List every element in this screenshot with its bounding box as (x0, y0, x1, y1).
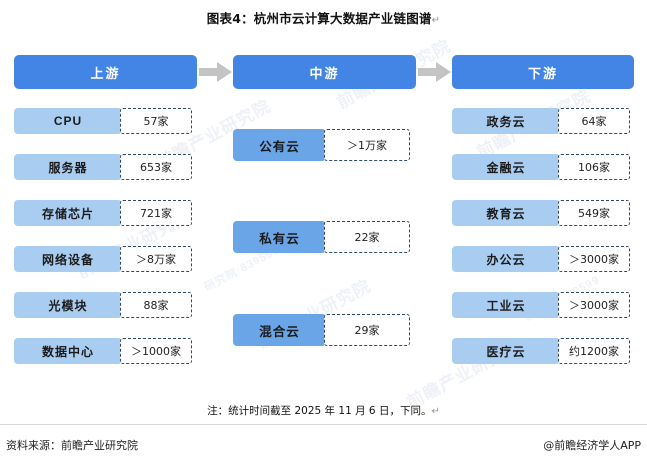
footer-source: 资料来源：前瞻产业研究院 (6, 439, 138, 452)
downstream-label-2: 教育云 (452, 200, 560, 226)
list-item[interactable]: 办公云 ＞3000家 (452, 246, 630, 272)
downstream-label-5: 医疗云 (452, 338, 560, 364)
midstream-value-0: ＞1万家 (324, 129, 410, 161)
footer: 资料来源：前瞻产业研究院 @前瞻经济学人APP (0, 431, 647, 459)
midstream-label-0: 公有云 (233, 129, 326, 161)
upstream-value-4: 88家 (120, 292, 192, 318)
list-item[interactable]: CPU 57家 (14, 108, 192, 134)
list-item[interactable]: 政务云 64家 (452, 108, 630, 134)
downstream-label-0: 政务云 (452, 108, 560, 134)
header-downstream-label: 下游 (527, 65, 558, 81)
midstream-value-1: 22家 (324, 221, 410, 253)
downstream-value-2: 549家 (558, 200, 630, 226)
list-item[interactable]: 私有云 22家 (233, 221, 410, 253)
note-pilcrow: ↵ (431, 406, 440, 417)
downstream-value-4: ＞3000家 (558, 292, 630, 318)
list-item[interactable]: 光模块 88家 (14, 292, 192, 318)
downstream-value-5: 约1200家 (558, 338, 630, 364)
list-item[interactable]: 金融云 106家 (452, 154, 630, 180)
list-item[interactable]: 网络设备 ＞8万家 (14, 246, 192, 272)
midstream-value-2: 29家 (324, 314, 410, 346)
header-midstream[interactable]: 中游 (233, 55, 416, 89)
upstream-value-0: 57家 (120, 108, 192, 134)
upstream-value-5: ＞1000家 (120, 338, 192, 364)
list-item[interactable]: 服务器 653家 (14, 154, 192, 180)
page-title-text: 图表4：杭州市云计算大数据产业链图谱 (206, 11, 432, 26)
list-item[interactable]: 数据中心 ＞1000家 (14, 338, 192, 364)
downstream-label-3: 办公云 (452, 246, 560, 272)
midstream-label-2: 混合云 (233, 314, 326, 346)
footer-brand: @前瞻经济学人APP (543, 439, 641, 452)
upstream-label-0: CPU (14, 108, 122, 134)
header-midstream-label: 中游 (309, 65, 340, 81)
chart-note: 注：统计时间截至 2025 年 11 月 6 日，下同。↵ (0, 403, 647, 418)
flow-arrow-right-icon (418, 62, 451, 82)
header-upstream[interactable]: 上游 (14, 55, 197, 89)
downstream-value-0: 64家 (558, 108, 630, 134)
flow-arrow-right-icon (199, 62, 232, 82)
list-item[interactable]: 存储芯片 721家 (14, 200, 192, 226)
title-pilcrow: ↵ (431, 15, 441, 26)
downstream-label-1: 金融云 (452, 154, 560, 180)
header-downstream[interactable]: 下游 (452, 55, 634, 89)
footer-divider (0, 424, 647, 425)
upstream-label-5: 数据中心 (14, 338, 122, 364)
upstream-label-2: 存储芯片 (14, 200, 122, 226)
header-upstream-label: 上游 (90, 65, 121, 81)
upstream-value-1: 653家 (120, 154, 192, 180)
chart-note-text: 注：统计时间截至 2025 年 11 月 6 日，下同。 (207, 405, 432, 417)
upstream-label-4: 光模块 (14, 292, 122, 318)
list-item[interactable]: 工业云 ＞3000家 (452, 292, 630, 318)
upstream-label-1: 服务器 (14, 154, 122, 180)
downstream-label-4: 工业云 (452, 292, 560, 318)
page-title: 图表4：杭州市云计算大数据产业链图谱↵ (0, 8, 647, 27)
downstream-value-3: ＞3000家 (558, 246, 630, 272)
downstream-value-1: 106家 (558, 154, 630, 180)
upstream-value-3: ＞8万家 (120, 246, 192, 272)
list-item[interactable]: 医疗云 约1200家 (452, 338, 630, 364)
list-item[interactable]: 混合云 29家 (233, 314, 410, 346)
upstream-value-2: 721家 (120, 200, 192, 226)
upstream-label-3: 网络设备 (14, 246, 122, 272)
list-item[interactable]: 教育云 549家 (452, 200, 630, 226)
midstream-label-1: 私有云 (233, 221, 326, 253)
list-item[interactable]: 公有云 ＞1万家 (233, 129, 410, 161)
